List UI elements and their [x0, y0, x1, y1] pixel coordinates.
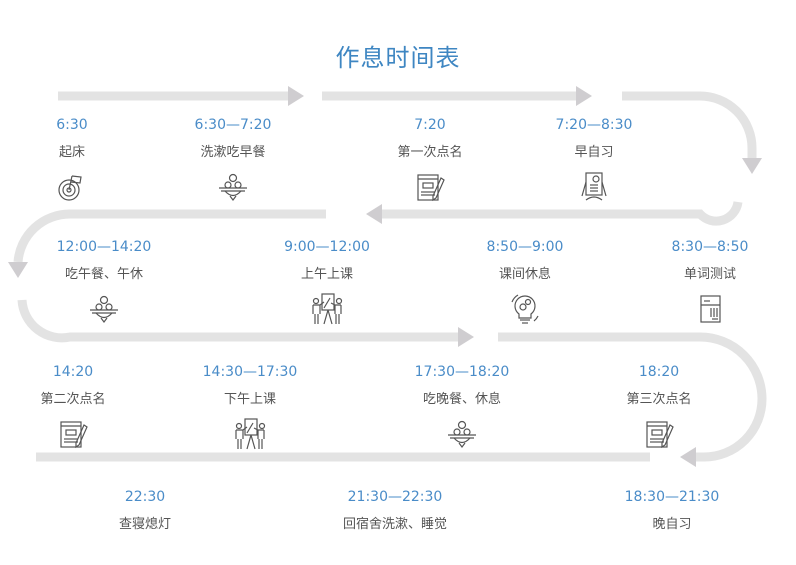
study-board-icon	[581, 172, 607, 201]
time-label: 18:30—21:30	[624, 489, 720, 505]
time-label: 14:20	[52, 364, 94, 380]
notepad-pencil-icon	[60, 421, 88, 449]
notepad-pencil-icon	[646, 421, 674, 449]
schedule-item-dorm-sleep: 21:30—22:30 回宿舍洗漱、睡觉	[310, 488, 480, 534]
schedule-item-morning-class: 9:00—12:00 上午上课	[242, 238, 412, 326]
activity-label: 第一次点名	[397, 145, 463, 160]
time-label: 22:30	[124, 489, 166, 505]
dining-table-icon	[90, 295, 118, 323]
time-label: 7:20	[414, 117, 446, 133]
time-label: 6:30	[56, 117, 88, 133]
schedule-item-breakfast: 6:30—7:20 洗漱吃早餐	[148, 116, 318, 204]
schedule-item-morning-study: 7:20—8:30 早自习	[509, 116, 679, 204]
dining-table-icon	[219, 173, 247, 201]
time-label: 17:30—18:20	[414, 364, 510, 380]
activity-label: 下午上课	[223, 392, 276, 407]
time-label: 6:30—7:20	[194, 117, 272, 133]
activity-label: 回宿舍洗漱、睡觉	[342, 517, 447, 532]
schedule-item-evening-study: 18:30—21:30 晚自习	[587, 488, 757, 534]
time-label: 14:30—17:30	[202, 364, 298, 380]
time-label: 12:00—14:20	[56, 239, 152, 255]
activity-label: 早自习	[574, 145, 614, 160]
activity-label: 查寝熄灯	[118, 517, 171, 532]
activity-label: 单词测试	[683, 267, 736, 282]
dining-table-icon	[448, 420, 476, 448]
activity-label: 起床	[58, 145, 85, 160]
test-paper-icon	[700, 295, 721, 323]
schedule-item-lunch-nap: 12:00—14:20 吃午餐、午休	[19, 238, 189, 326]
activity-label: 第二次点名	[40, 392, 106, 407]
schedule-item-dinner-rest: 17:30—18:20 吃晚餐、休息	[377, 363, 547, 451]
activity-label: 洗漱吃早餐	[200, 145, 266, 160]
schedule-item-afternoon-class: 14:30—17:30 下午上课	[165, 363, 335, 451]
activity-label: 晚自习	[652, 517, 692, 532]
time-label: 8:50—9:00	[486, 239, 564, 255]
alarm-target-flag-icon	[58, 175, 82, 201]
activity-label: 第三次点名	[626, 392, 692, 407]
activity-label: 吃午餐、午休	[64, 267, 143, 282]
schedule-item-second-roll-call: 14:20 第二次点名	[0, 363, 158, 451]
presentation-people-icon	[312, 293, 343, 325]
time-label: 18:20	[638, 364, 680, 380]
notepad-pencil-icon	[417, 174, 445, 202]
presentation-people-icon	[235, 418, 266, 450]
schedule-item-word-test: 8:30—8:50 单词测试	[625, 238, 795, 326]
time-label: 21:30—22:30	[347, 489, 443, 505]
schedule-item-break: 8:50—9:00 课间休息	[440, 238, 610, 326]
lightbulb-gear-icon	[511, 294, 539, 324]
schedule-item-lights-out: 22:30 查寝熄灯	[60, 488, 230, 534]
schedule-item-third-roll-call: 18:20 第三次点名	[574, 363, 744, 451]
time-label: 9:00—12:00	[284, 239, 370, 255]
schedule-item-wake-up: 6:30 起床	[0, 116, 157, 204]
page-title: 作息时间表	[335, 44, 461, 72]
time-label: 8:30—8:50	[671, 239, 749, 255]
activity-label: 上午上课	[300, 267, 353, 282]
time-label: 7:20—8:30	[555, 117, 633, 133]
activity-label: 吃晚餐、休息	[422, 392, 501, 407]
activity-label: 课间休息	[498, 267, 551, 282]
schedule-item-first-roll-call: 7:20 第一次点名	[345, 116, 515, 204]
